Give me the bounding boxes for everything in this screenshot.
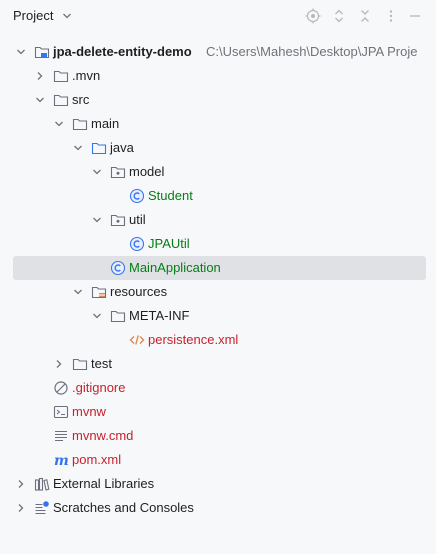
tree-node-label: test xyxy=(91,356,112,371)
folder-icon xyxy=(72,118,88,131)
chevron-right-icon[interactable] xyxy=(15,478,27,490)
tree-node-label: Student xyxy=(148,188,193,203)
module-folder-icon xyxy=(34,46,50,59)
chevron-down-icon[interactable] xyxy=(91,214,103,226)
tree-node-label: .mvn xyxy=(72,68,101,83)
chevron-down-icon[interactable] xyxy=(91,166,103,178)
chevron-down-icon[interactable] xyxy=(72,286,84,298)
tree-node-label: mvnw xyxy=(72,404,106,419)
root-project-path: C:\Users\Mahesh\Desktop\JPA Proje xyxy=(206,44,418,59)
tree-node-java[interactable]: java xyxy=(0,136,436,160)
tree-node-label: pom.xml xyxy=(72,452,122,467)
java-class-icon xyxy=(110,260,126,276)
tree-node-external-libraries[interactable]: External Libraries xyxy=(0,472,436,496)
folder-icon xyxy=(110,310,126,323)
chevron-right-icon[interactable] xyxy=(34,70,46,82)
java-class-icon xyxy=(129,236,145,252)
chevron-down-icon[interactable] xyxy=(72,142,84,154)
more-options-icon[interactable] xyxy=(383,8,399,24)
text-file-icon xyxy=(55,430,67,442)
tree-node-student[interactable]: Student xyxy=(0,184,436,208)
tree-node-label: META-INF xyxy=(129,308,190,323)
maven-icon: m xyxy=(54,453,69,468)
tree-node-label: JPAUtil xyxy=(148,236,190,251)
java-class-icon xyxy=(129,188,145,204)
tree-node-label: main xyxy=(91,116,120,131)
tree-node-label: model xyxy=(129,164,165,179)
collapse-all-icon[interactable] xyxy=(357,8,373,24)
svg-text:m: m xyxy=(54,453,69,468)
project-tool-window-header: Project xyxy=(0,0,436,32)
chevron-down-icon[interactable] xyxy=(15,46,27,58)
xml-file-icon xyxy=(129,335,145,345)
tree-node-label: resources xyxy=(110,284,168,299)
tree-node-label: src xyxy=(72,92,90,107)
chevron-down-icon[interactable] xyxy=(34,94,46,106)
tree-node-meta-inf[interactable]: META-INF xyxy=(0,304,436,328)
tree-node-mvnw[interactable]: mvnw xyxy=(0,400,436,424)
tree-node-resources[interactable]: resources xyxy=(0,280,436,304)
source-folder-icon xyxy=(91,142,107,155)
tree-node-label: MainApplication xyxy=(129,260,221,275)
folder-icon xyxy=(53,94,69,107)
chevron-right-icon[interactable] xyxy=(53,358,65,370)
tree-node-jpautil[interactable]: JPAUtil xyxy=(0,232,436,256)
folder-icon xyxy=(72,358,88,371)
tree-node-scratches-and-consoles[interactable]: Scratches and Consoles xyxy=(0,496,436,520)
tree-node-label: .gitignore xyxy=(72,380,126,395)
tree-node-mvnw-cmd[interactable]: mvnw.cmd xyxy=(0,424,436,448)
chevron-down-icon[interactable] xyxy=(91,310,103,322)
root-project-name: jpa-delete-entity-demo xyxy=(53,44,192,59)
package-icon xyxy=(110,214,126,227)
locate-icon[interactable] xyxy=(305,8,321,24)
scratches-icon xyxy=(35,501,49,515)
chevron-down-icon[interactable] xyxy=(62,11,72,21)
tree-node-label: util xyxy=(129,212,146,227)
tree-node-src[interactable]: src xyxy=(0,88,436,112)
tree-node-gitignore[interactable]: .gitignore xyxy=(0,376,436,400)
tree-node-persistence-xml[interactable]: persistence.xml xyxy=(0,328,436,352)
tree-node-model[interactable]: model xyxy=(0,160,436,184)
tree-node-pom-xml[interactable]: m pom.xml xyxy=(0,448,436,472)
project-view-title[interactable]: Project xyxy=(13,8,54,23)
tree-node-mvn[interactable]: .mvn xyxy=(0,64,436,88)
tree-node-label: persistence.xml xyxy=(148,332,239,347)
package-icon xyxy=(110,166,126,179)
tree-node-label: Scratches and Consoles xyxy=(53,500,194,515)
tree-node-test[interactable]: test xyxy=(0,352,436,376)
chevron-right-icon[interactable] xyxy=(15,502,27,514)
hide-icon[interactable] xyxy=(407,8,423,24)
shell-script-icon xyxy=(53,405,69,419)
ignore-file-icon xyxy=(54,381,68,395)
folder-icon xyxy=(53,70,69,83)
tree-node-root-project[interactable]: jpa-delete-entity-demo C:\Users\Mahesh\D… xyxy=(0,40,436,64)
tree-node-label: mvnw.cmd xyxy=(72,428,134,443)
tree-node-mainapplication[interactable]: MainApplication xyxy=(13,256,426,280)
resources-folder-icon xyxy=(91,286,107,299)
expand-all-icon[interactable] xyxy=(331,8,347,24)
tree-node-label: External Libraries xyxy=(53,476,155,491)
library-icon xyxy=(34,477,50,491)
chevron-down-icon[interactable] xyxy=(53,118,65,130)
tree-node-label: java xyxy=(110,140,134,155)
tree-node-util[interactable]: util xyxy=(0,208,436,232)
tree-node-main[interactable]: main xyxy=(0,112,436,136)
